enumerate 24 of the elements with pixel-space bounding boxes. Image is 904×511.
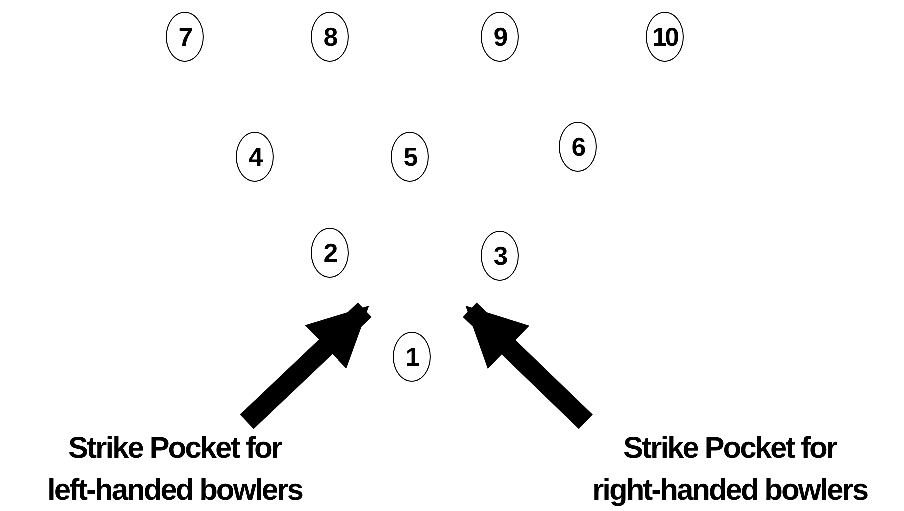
pin-number: 6 bbox=[572, 132, 584, 162]
pin-number: 8 bbox=[324, 22, 336, 52]
pin-circle bbox=[481, 12, 519, 62]
pin-number: 5 bbox=[404, 142, 416, 172]
pin-number: 4 bbox=[248, 142, 262, 172]
pin-circle bbox=[311, 228, 349, 278]
pin-number: 1 bbox=[406, 342, 418, 372]
pin-number: 10 bbox=[652, 22, 678, 52]
pin-number: 7 bbox=[178, 22, 192, 52]
caption-text: Strike Pocket for right-handed bowlers bbox=[580, 428, 880, 511]
pin-circle bbox=[391, 132, 429, 182]
pin-circle bbox=[311, 12, 349, 62]
arrow bbox=[463, 302, 593, 430]
pin-circle bbox=[559, 122, 597, 172]
arrow bbox=[240, 302, 372, 430]
pin-number: 2 bbox=[324, 238, 336, 268]
pin-circle bbox=[481, 231, 519, 281]
pin-number: 3 bbox=[494, 240, 506, 272]
pin-circle bbox=[236, 132, 274, 182]
pin-circle bbox=[393, 332, 431, 382]
caption-text: Strike Pocket for left-handed bowlers bbox=[25, 428, 325, 511]
pin-number: 9 bbox=[494, 22, 506, 52]
pin-circle bbox=[646, 12, 684, 62]
pin-circle bbox=[166, 12, 204, 62]
